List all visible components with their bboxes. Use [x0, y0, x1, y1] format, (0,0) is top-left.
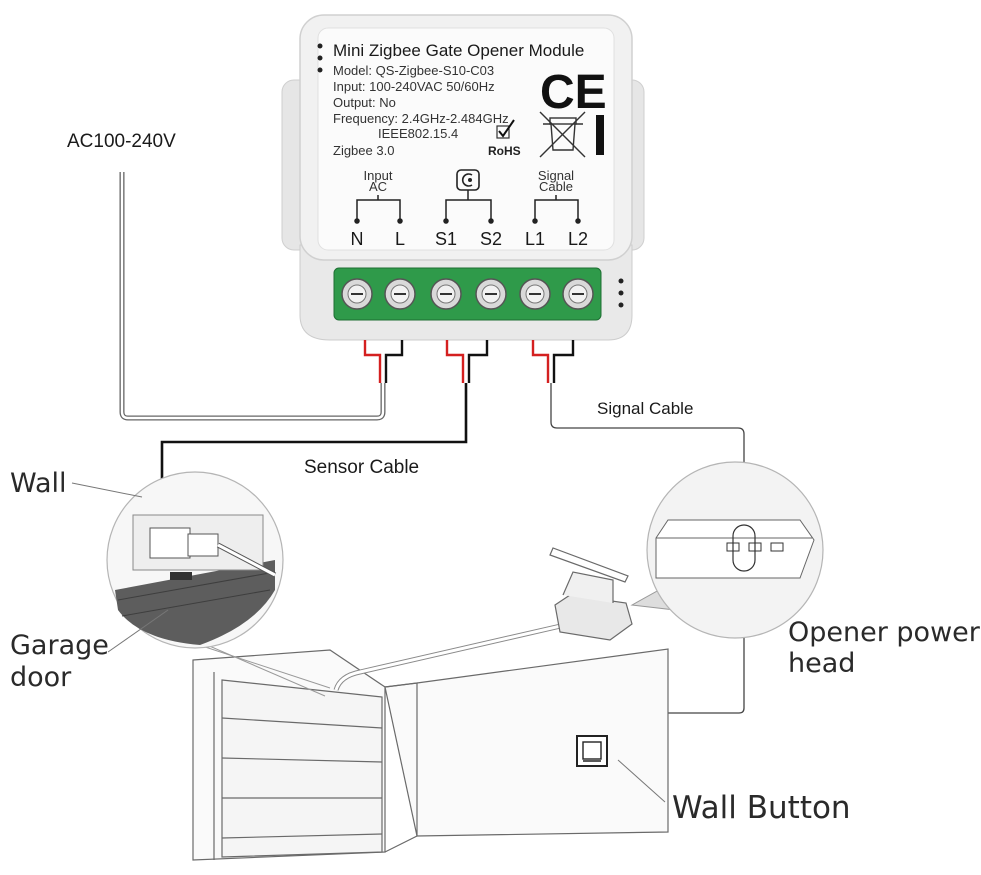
- weee-bar: [596, 115, 604, 155]
- terminal-screws: [341, 278, 594, 310]
- terminal-screw-l1: [519, 278, 551, 310]
- module-spec-ieee: IEEE802.15.4: [378, 126, 458, 141]
- terminal-label-n: N: [351, 229, 364, 249]
- rohs-check-icon: [496, 119, 515, 139]
- terminal-brackets: [354, 190, 581, 224]
- module-spec-output: Output: No: [333, 95, 396, 110]
- ce-mark-icon: CE: [540, 66, 607, 119]
- module: Mini Zigbee Gate Opener Module Model: QS…: [281, 14, 645, 341]
- sensor-cable-label: Sensor Cable: [304, 457, 419, 478]
- ac-cable-inner: [120, 172, 385, 420]
- wall-label: Wall: [10, 468, 67, 499]
- module-dot: [618, 290, 624, 296]
- garage-scene: [192, 547, 669, 861]
- module-title: Mini Zigbee Gate Opener Module: [333, 41, 584, 60]
- module-label-panel: [317, 27, 615, 251]
- group-label-signal-1: Signal: [538, 168, 574, 183]
- module-dot: [317, 55, 323, 61]
- group-label-signal-2: Cable: [539, 179, 573, 194]
- opener-zoom-circle: [630, 461, 824, 639]
- terminal-label-s2: S2: [480, 229, 502, 249]
- garage-door-label-2: door: [10, 662, 72, 693]
- terminal-label-l1: L1: [525, 229, 545, 249]
- opener-power-head-label-2: head: [788, 648, 855, 679]
- wire-leads: [363, 340, 575, 383]
- module-spec-input: Input: 100-240VAC 50/60Hz: [333, 79, 495, 94]
- module-spec-frequency: Frequency: 2.4GHz-2.484GHz: [333, 111, 509, 126]
- weee-bin-icon: [539, 111, 586, 158]
- terminal-label-l: L: [395, 229, 405, 249]
- terminal-screw-s2: [475, 278, 507, 310]
- module-dot: [317, 67, 323, 73]
- module-spec-model: Model: QS-Zigbee-S10-C03: [333, 63, 494, 78]
- module-dot: [618, 278, 624, 284]
- group-label-input-2: AC: [369, 179, 387, 194]
- wall-zoom-circle: [106, 471, 331, 697]
- terminal-screw-l: [384, 278, 416, 310]
- opener-power-head-label-1: Opener power: [788, 617, 981, 648]
- terminal-label-l2: L2: [568, 229, 588, 249]
- terminal-block: [333, 267, 602, 321]
- ac-input-label: AC100-240V: [67, 131, 176, 152]
- garage-door-leader-line: [107, 609, 169, 653]
- module-dot: [317, 43, 323, 49]
- wall-button-leader-line: [617, 759, 666, 803]
- terminal-screw-s1: [430, 278, 462, 310]
- wall-button-label: Wall Button: [672, 790, 851, 826]
- module-dot: [618, 302, 624, 308]
- garage-door-label-1: Garage: [10, 630, 109, 661]
- terminal-screw-n: [341, 278, 373, 310]
- terminal-screw-l2: [562, 278, 594, 310]
- group-label-input-1: Input: [364, 168, 393, 183]
- signal-cable-label: Signal Cable: [597, 399, 693, 418]
- signal-cable: [550, 383, 745, 736]
- terminal-label-s1: S1: [435, 229, 457, 249]
- wall-leader-line: [71, 482, 143, 498]
- wall-button-icon: [576, 735, 608, 767]
- rohs-label: RoHS: [488, 144, 521, 158]
- module-spec-zigbee: Zigbee 3.0: [333, 143, 394, 158]
